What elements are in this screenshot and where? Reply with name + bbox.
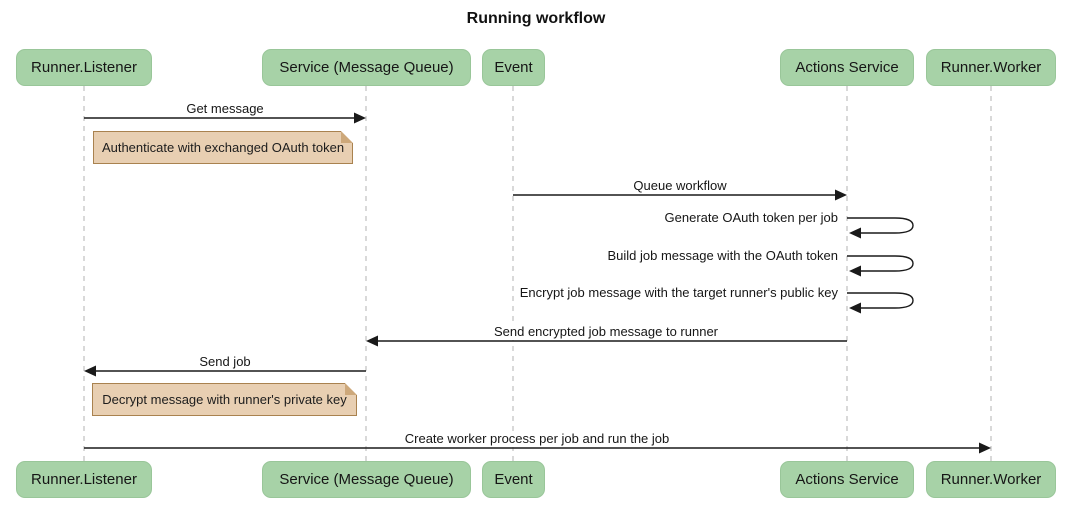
self-loop-encrypt-job-message <box>847 292 914 314</box>
actor-label: Event <box>494 471 533 488</box>
actor-bottom-runner-worker: Runner.Worker <box>926 461 1056 498</box>
note-fold-corner-icon <box>345 383 357 395</box>
actor-label: Actions Service <box>795 471 899 488</box>
self-loop-generate-oauth-token <box>847 217 914 239</box>
note-decrypt-private-key: Decrypt message with runner's private ke… <box>92 383 357 416</box>
actor-label: Runner.Worker <box>940 471 1042 488</box>
diagram-title: Running workflow <box>466 10 606 27</box>
actor-label: Actions Service <box>795 59 899 76</box>
message-label-build-job-message: Build job message with the OAuth token <box>604 248 841 264</box>
arrow-get-message <box>84 112 366 124</box>
message-label-encrypt-job-message: Encrypt job message with the target runn… <box>516 285 841 301</box>
actor-label: Event <box>494 59 533 76</box>
message-label-get-message: Get message <box>183 101 267 117</box>
arrow-create-worker-process <box>84 442 991 454</box>
self-loop-build-job-message <box>847 255 914 277</box>
message-label-generate-oauth-token: Generate OAuth token per job <box>661 210 841 226</box>
note-text: Decrypt message with runner's private ke… <box>102 392 347 407</box>
actor-top-runner-worker: Runner.Worker <box>926 49 1056 86</box>
arrow-send-encrypted-job-message <box>366 335 847 347</box>
message-label-create-worker-process: Create worker process per job and run th… <box>401 431 673 447</box>
message-label-queue-workflow: Queue workflow <box>630 178 730 194</box>
actor-bottom-actions-service: Actions Service <box>780 461 914 498</box>
actor-bottom-runner-listener: Runner.Listener <box>16 461 152 498</box>
actor-label: Service (Message Queue) <box>279 59 454 76</box>
actor-top-runner-listener: Runner.Listener <box>16 49 152 86</box>
actor-top-service-mq: Service (Message Queue) <box>262 49 471 86</box>
note-text: Authenticate with exchanged OAuth token <box>101 140 345 155</box>
actor-label: Runner.Worker <box>940 59 1042 76</box>
message-label-send-encrypted-job-message: Send encrypted job message to runner <box>490 324 722 340</box>
message-label-send-job: Send job <box>196 354 254 370</box>
actor-label: Runner.Listener <box>31 471 137 488</box>
note-authenticate-oauth: Authenticate with exchanged OAuth token <box>93 131 353 164</box>
actor-top-event: Event <box>482 49 545 86</box>
actor-bottom-service-mq: Service (Message Queue) <box>262 461 471 498</box>
arrow-send-job <box>84 365 366 377</box>
arrow-queue-workflow <box>513 189 847 201</box>
note-fold-corner-icon <box>341 131 353 143</box>
actor-bottom-event: Event <box>482 461 545 498</box>
actor-label: Runner.Listener <box>31 59 137 76</box>
actor-label: Service (Message Queue) <box>279 471 454 488</box>
actor-top-actions-service: Actions Service <box>780 49 914 86</box>
